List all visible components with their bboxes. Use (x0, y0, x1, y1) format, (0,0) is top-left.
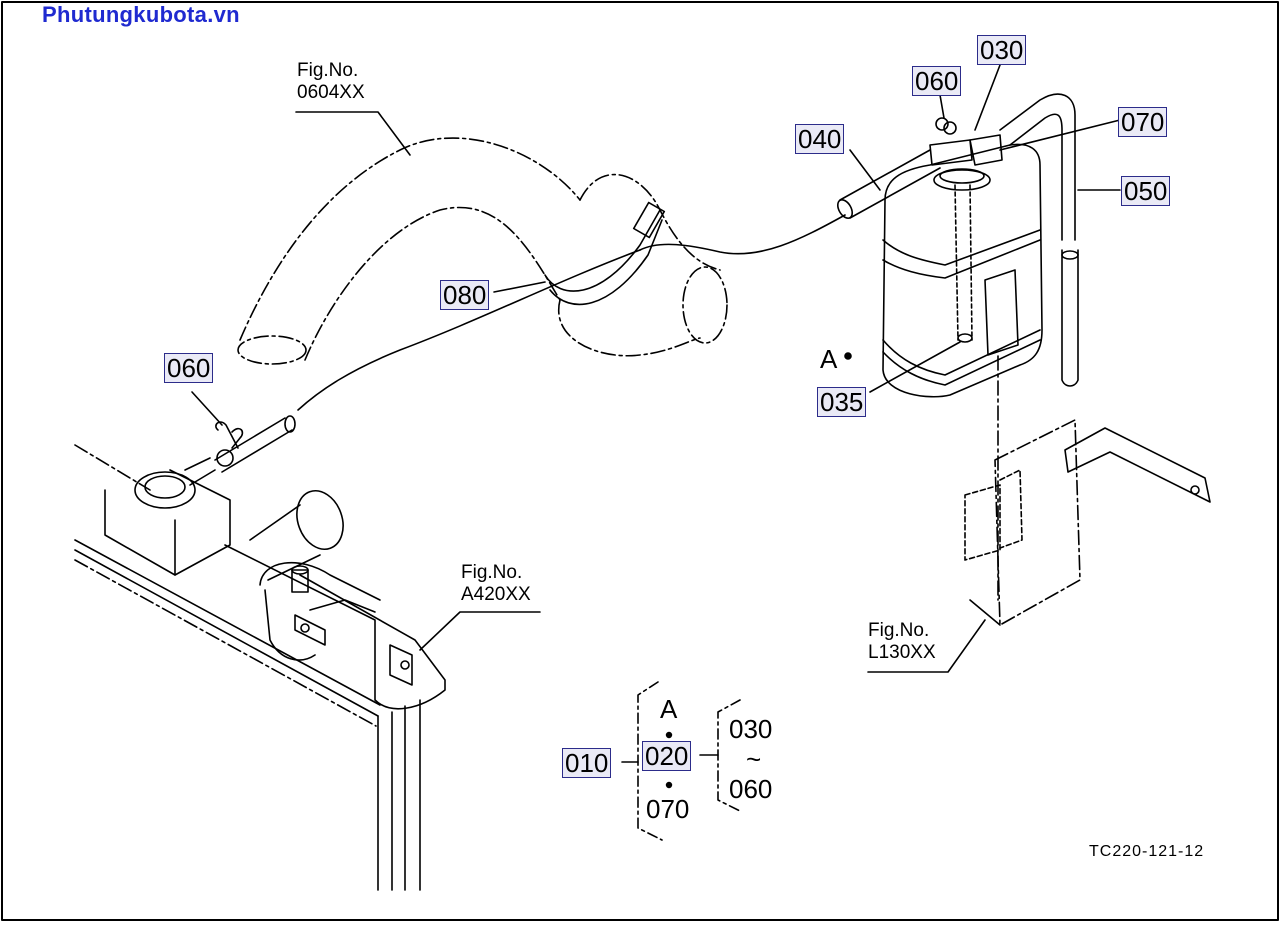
reserve-tank (882, 64, 1121, 398)
fig-ref-a420: Fig.No. A420XX (461, 562, 531, 606)
tube-040 (836, 149, 941, 219)
clip-060-top (929, 94, 973, 166)
fig-ref-l130: Fig.No. L130XX (868, 620, 936, 664)
point-a-label: A (820, 344, 838, 374)
legend-range-separator: ~ (746, 744, 762, 774)
leader-035 (869, 341, 961, 393)
figure-leader-lines (295, 111, 986, 673)
fig-ref-0604: Fig.No. 0604XX (297, 60, 365, 104)
part-label-050[interactable]: 050 (1121, 176, 1171, 206)
part-label-070[interactable]: 070 (1118, 107, 1168, 137)
legend-part-010[interactable]: 010 (562, 748, 612, 778)
part-label-060-top[interactable]: 060 (912, 66, 962, 96)
part-label-040[interactable]: 040 (795, 124, 845, 154)
hose-band-080 (493, 201, 666, 306)
fig-ref-label: Fig.No. (297, 60, 359, 81)
part-label-080[interactable]: 080 (440, 280, 490, 310)
fig-ref-label: Fig.No. (868, 620, 930, 641)
tank-bracket (964, 355, 1211, 626)
part-label-035[interactable]: 035 (817, 387, 867, 417)
radiator (74, 444, 446, 891)
part-label-030[interactable]: 030 (977, 35, 1027, 65)
overflow-line (297, 214, 846, 411)
fig-ref-label: Fig.No. (461, 562, 523, 583)
legend-range-from: 030 (729, 714, 773, 744)
legend-range-to: 060 (729, 774, 773, 804)
legend-top-a: A (660, 694, 678, 724)
fig-ref-number: 0604XX (297, 82, 365, 103)
legend-bottom-070: 070 (646, 794, 690, 824)
clip-060-left (191, 391, 296, 473)
fig-ref-number: L130XX (868, 642, 936, 663)
hose-050 (999, 93, 1121, 387)
fig-ref-number: A420XX (461, 584, 531, 605)
site-watermark: Phutungkubota.vn (42, 2, 240, 27)
legend-connectors (621, 731, 719, 789)
legend-part-020[interactable]: 020 (642, 741, 692, 771)
upper-hose-outline (237, 137, 728, 365)
part-label-060-left[interactable]: 060 (164, 353, 214, 383)
drawing-code: TC220-121-12 (1089, 843, 1205, 860)
point-a-marker (844, 352, 852, 360)
